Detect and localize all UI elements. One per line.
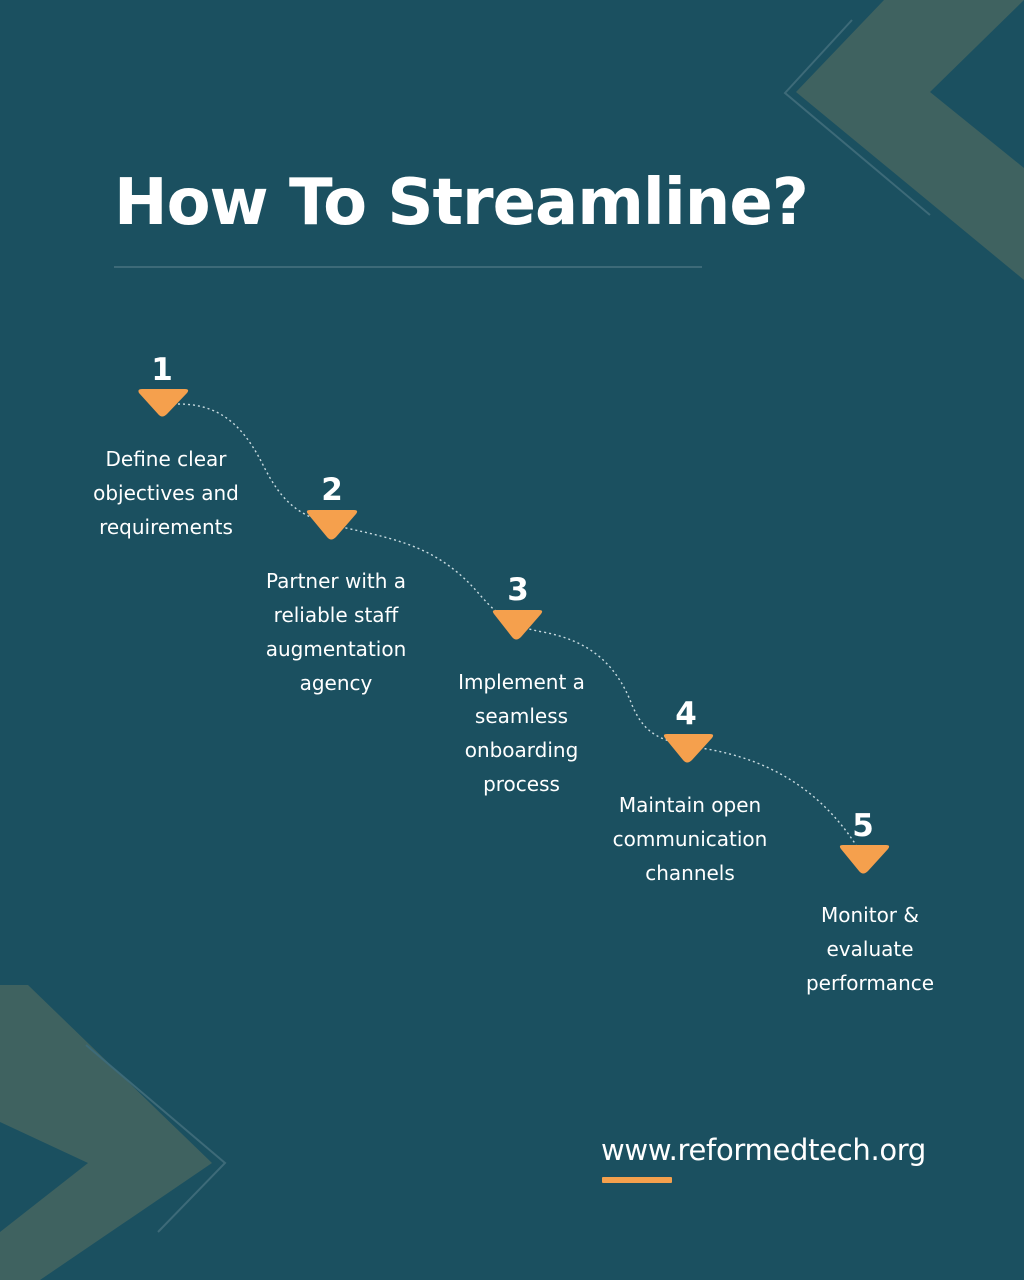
top-right-chevron-poly: [796, 0, 1024, 280]
url-underline-accent: [602, 1177, 672, 1183]
website-url[interactable]: www.reformedtech.org: [601, 1133, 927, 1167]
bottom-left-chevron-outline: [85, 1044, 227, 1233]
arrow-marker-1: [138, 389, 189, 417]
top-right-chevron-outline: [783, 19, 931, 216]
step-text-5: Monitor & evaluate performance: [805, 903, 935, 995]
arrow-marker-4: [663, 734, 714, 763]
bottom-left-chevron-poly: [0, 985, 212, 1280]
step-text-3: Implement a seamless onboarding process: [458, 670, 585, 796]
step-number-1: 1: [151, 352, 173, 388]
step-number-4: 4: [675, 696, 697, 732]
step-number-3: 3: [507, 572, 529, 608]
step-text-2: Partner with a reliable staff augmentati…: [265, 569, 407, 695]
step-number-2: 2: [321, 472, 343, 508]
step-text-4: Maintain open communication channels: [612, 793, 768, 885]
page-title: How To Streamline?: [114, 166, 809, 240]
arrow-marker-5: [839, 845, 890, 874]
step-text-1: Define clear objectives and requirements: [93, 447, 239, 539]
arrow-marker-3: [492, 610, 543, 640]
step-number-5: 5: [852, 808, 874, 844]
arrow-marker-2: [306, 510, 358, 540]
title-divider: [114, 266, 702, 268]
